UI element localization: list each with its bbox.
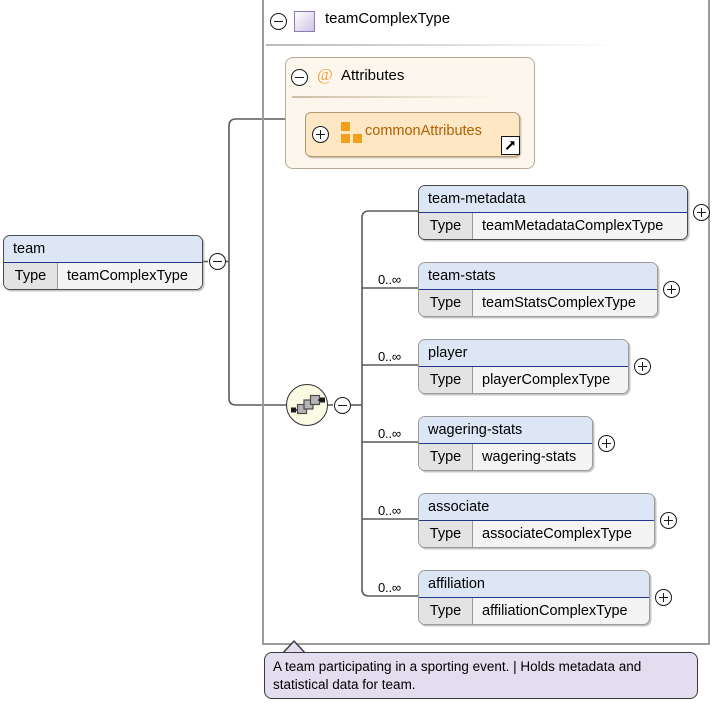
attributes-title: Attributes	[341, 67, 405, 84]
attribute-group-box-commonattributes[interactable]	[305, 112, 520, 157]
element-name-associate: associate	[419, 494, 654, 521]
at-symbol-icon: @	[317, 65, 333, 84]
collapse-toggle-attributes[interactable]	[291, 69, 308, 86]
collapse-toggle-sequence[interactable]	[334, 397, 351, 414]
expand-toggle-associate[interactable]	[660, 512, 677, 529]
type-value: teamComplexType	[58, 263, 202, 289]
complextype-title: teamComplexType	[325, 10, 451, 27]
expand-toggle-player[interactable]	[634, 358, 651, 375]
attribute-group-label: commonAttributes	[365, 123, 482, 139]
expand-toggle-team-metadata[interactable]	[693, 204, 710, 221]
complextype-container	[262, 0, 710, 645]
element-name-team-metadata: team-metadata	[419, 186, 687, 213]
complextype-icon	[294, 11, 315, 32]
element-name-player: player	[419, 340, 628, 367]
element-name-team: team	[4, 236, 202, 263]
type-value: teamStatsComplexType	[473, 290, 657, 316]
element-name-wagering-stats: wagering-stats	[419, 417, 592, 444]
cardinality-label-team-stats: 0..∞	[378, 272, 401, 287]
element-name-affiliation: affiliation	[419, 571, 649, 598]
element-name-team-stats: team-stats	[419, 263, 657, 290]
annotation-bubble: A team participating in a sporting event…	[264, 652, 698, 699]
type-value: playerComplexType	[473, 367, 628, 393]
attributes-header-rule	[292, 96, 497, 98]
type-label: Type	[419, 367, 473, 393]
type-value: affiliationComplexType	[473, 598, 649, 624]
cardinality-label-player: 0..∞	[378, 349, 401, 364]
collapse-toggle-complextype[interactable]	[270, 13, 287, 30]
type-label: Type	[419, 213, 473, 239]
attribute-group-icon	[341, 122, 364, 144]
type-label: Type	[419, 598, 473, 624]
expand-toggle-team-stats[interactable]	[663, 281, 680, 298]
complextype-header-rule	[266, 44, 618, 46]
sequence-compositor-icon[interactable]	[286, 384, 328, 426]
type-label: Type	[419, 521, 473, 547]
type-label: Type	[4, 263, 58, 289]
element-box-team[interactable]: team Type teamComplexType	[3, 235, 203, 290]
type-value: teamMetadataComplexType	[473, 213, 687, 239]
cardinality-label-associate: 0..∞	[378, 503, 401, 518]
expand-toggle-commonattributes[interactable]	[312, 126, 329, 143]
cardinality-label-wagering-stats: 0..∞	[378, 426, 401, 441]
type-value: wagering-stats	[473, 444, 592, 470]
type-label: Type	[419, 290, 473, 316]
collapse-toggle-team[interactable]	[209, 253, 226, 270]
type-value: associateComplexType	[473, 521, 654, 547]
cardinality-label-affiliation: 0..∞	[378, 580, 401, 595]
type-label: Type	[419, 444, 473, 470]
external-link-arrow-icon[interactable]	[501, 136, 520, 155]
expand-toggle-affiliation[interactable]	[655, 589, 672, 606]
expand-toggle-wagering-stats[interactable]	[598, 435, 615, 452]
element-type-row: Type teamComplexType	[4, 263, 202, 289]
